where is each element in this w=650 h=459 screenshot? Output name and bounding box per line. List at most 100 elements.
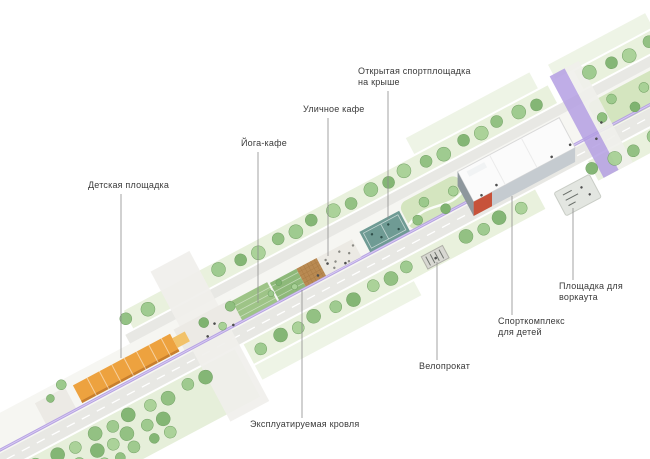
tree xyxy=(383,271,399,286)
tree xyxy=(271,232,285,246)
tree xyxy=(164,425,177,439)
cafe-table xyxy=(347,251,351,255)
workout-equipment xyxy=(562,189,579,207)
cafe-terrace xyxy=(316,239,362,276)
tree xyxy=(458,229,474,244)
tree xyxy=(288,224,304,239)
rooftop-sports-court xyxy=(359,210,410,253)
tree xyxy=(98,457,111,459)
label-text: Уличное кафе xyxy=(303,104,365,114)
playground-annex xyxy=(172,331,190,348)
label-playground: Детская площадка xyxy=(88,180,169,358)
person-dot xyxy=(387,223,390,226)
person-dot xyxy=(397,227,400,231)
street-cafe-area xyxy=(316,239,362,276)
side-wall xyxy=(457,171,474,216)
tree xyxy=(224,301,236,312)
tree xyxy=(155,411,171,427)
lawn xyxy=(589,63,650,131)
label-text: Йога-кафе xyxy=(241,137,287,148)
label-text: Велопрокат xyxy=(419,361,470,371)
playground-shadow-edge xyxy=(81,349,180,404)
tree xyxy=(56,379,67,390)
tree xyxy=(292,321,305,335)
tree xyxy=(50,447,65,459)
person-dot xyxy=(380,235,383,239)
tree xyxy=(267,290,275,297)
tree xyxy=(382,176,395,189)
person-dot xyxy=(480,193,483,197)
tree xyxy=(346,292,361,307)
tree xyxy=(419,155,433,168)
tree xyxy=(474,125,489,141)
tree xyxy=(275,279,283,286)
tree xyxy=(119,312,133,325)
tree xyxy=(198,369,213,385)
workout-pad xyxy=(554,174,602,216)
person-dot xyxy=(434,256,437,260)
label-text: Эксплуатируемая кровля xyxy=(250,419,359,429)
tree xyxy=(511,104,527,120)
person-dot xyxy=(495,183,498,187)
cafe-table xyxy=(351,244,355,247)
playground-hatch xyxy=(86,338,172,396)
label-street-cafe: Уличное кафе xyxy=(303,104,365,256)
tree xyxy=(326,203,341,218)
tree xyxy=(367,279,380,292)
tree xyxy=(46,394,55,403)
tree xyxy=(127,440,141,454)
tree xyxy=(363,182,379,197)
cafe-table xyxy=(338,250,341,253)
label-text: Детская площадка xyxy=(88,180,169,190)
tree xyxy=(73,457,86,459)
person-dot xyxy=(600,121,603,124)
tree xyxy=(90,443,105,458)
tree xyxy=(234,253,247,267)
tree xyxy=(218,321,227,331)
tree xyxy=(87,426,103,441)
bike-racks xyxy=(425,249,445,266)
tree xyxy=(329,300,343,313)
tree xyxy=(638,82,650,93)
cafe-table xyxy=(347,260,351,263)
road-center-dashes xyxy=(0,93,650,459)
person-dot xyxy=(213,322,216,325)
tree xyxy=(291,283,298,290)
person-dot xyxy=(316,274,320,277)
boulevard-strip xyxy=(0,13,650,459)
tree xyxy=(607,151,623,166)
person-dot xyxy=(595,137,598,141)
tree xyxy=(119,426,135,441)
roof-ridges xyxy=(488,137,538,186)
entrance-accent xyxy=(473,192,492,216)
person-dot xyxy=(370,233,374,236)
tree xyxy=(627,144,640,158)
tree xyxy=(198,317,209,328)
person-dot xyxy=(580,186,583,189)
tree xyxy=(144,399,157,412)
background-green-patch xyxy=(548,13,650,79)
tree xyxy=(400,260,413,274)
label-green-roof: Эксплуатируемая кровля xyxy=(250,290,359,429)
court-markings xyxy=(362,214,407,249)
green-roof-block xyxy=(231,282,278,321)
tree xyxy=(490,115,503,128)
tree xyxy=(181,378,195,391)
tree xyxy=(447,185,459,197)
tree xyxy=(149,433,160,444)
person-dot xyxy=(568,143,572,147)
sports-complex-walls xyxy=(457,147,576,216)
tree xyxy=(642,35,650,48)
tree xyxy=(211,262,226,277)
tree xyxy=(440,203,451,214)
sports-complex-roof xyxy=(456,117,576,203)
cafe-table xyxy=(324,258,327,262)
court-centerline xyxy=(380,223,390,240)
